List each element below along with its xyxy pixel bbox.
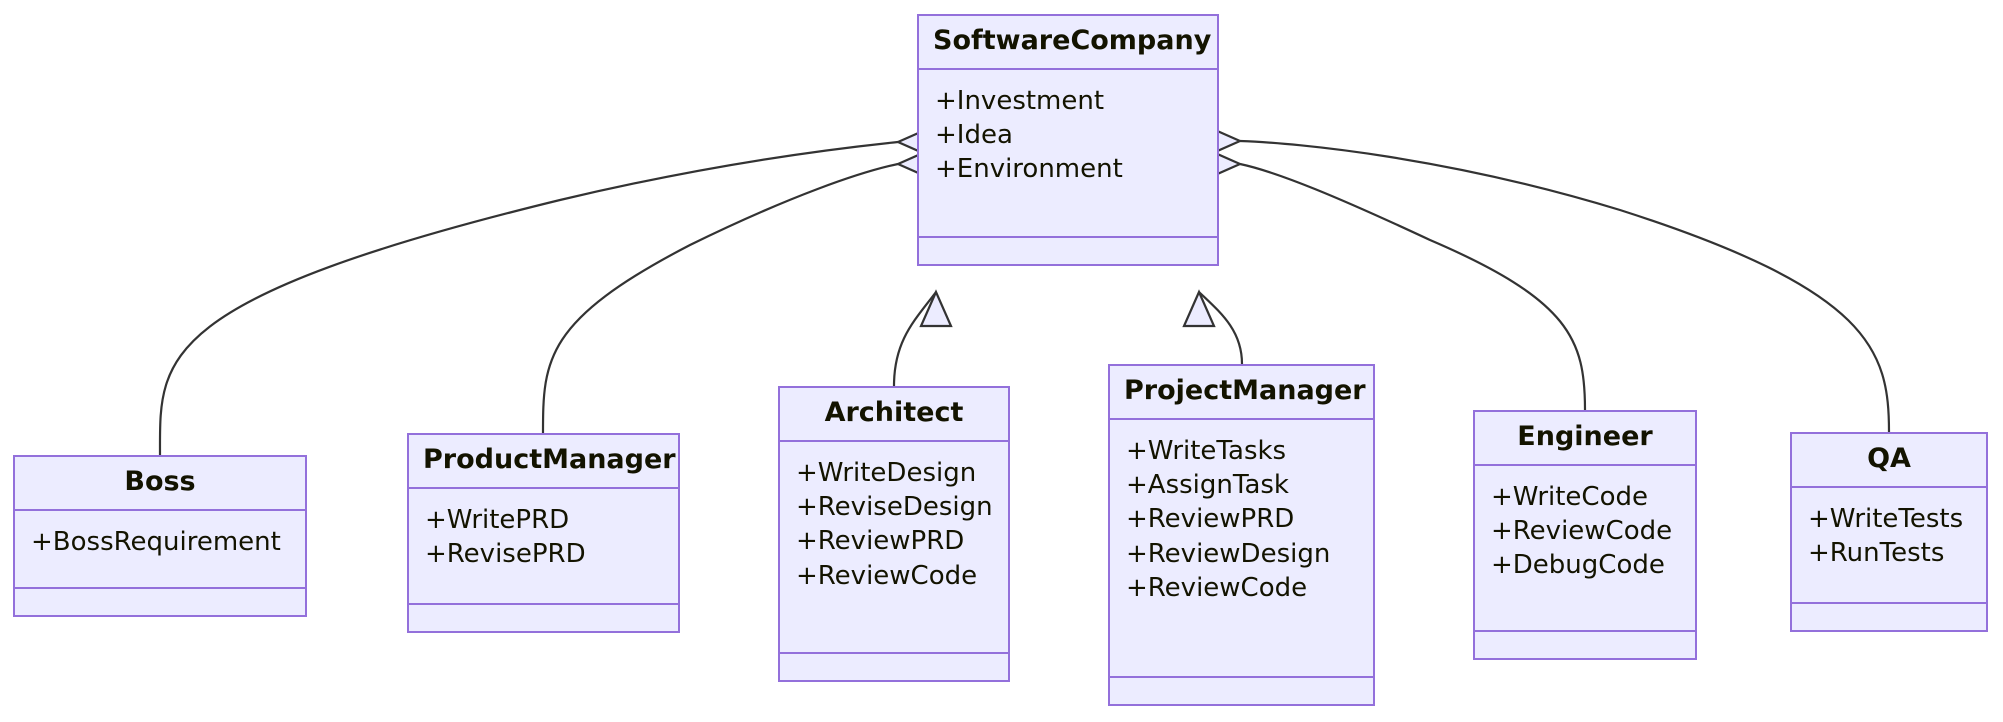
class-members: +Investment +Idea +Environment bbox=[919, 70, 1217, 238]
class-methods-compartment bbox=[780, 654, 1008, 680]
class-methods-compartment bbox=[919, 238, 1217, 264]
class-title: Boss bbox=[15, 457, 305, 511]
class-member: +Idea bbox=[935, 120, 1013, 150]
class-member: +BossRequirement bbox=[31, 526, 281, 557]
inheritance-edge-projectmanager bbox=[1182, 289, 1244, 365]
edge-line bbox=[892, 291, 937, 387]
class-member: +WriteCode bbox=[1491, 481, 1648, 512]
class-members: +WritePRD +RevisePRD bbox=[409, 489, 678, 605]
class-member: +ReviewCode bbox=[1126, 572, 1308, 603]
class-methods-compartment bbox=[1792, 604, 1986, 630]
class-title: QA bbox=[1792, 434, 1986, 488]
class-members: +WriteTests +RunTests bbox=[1792, 488, 1986, 604]
class-member: +ReviewDesign bbox=[1126, 538, 1331, 569]
inheritance-arrowhead bbox=[1182, 289, 1216, 328]
class-title: ProjectManager bbox=[1110, 366, 1373, 420]
class-member: +ReviseDesign bbox=[796, 492, 993, 522]
class-member: +Environment bbox=[935, 154, 1123, 185]
class-node-qa[interactable]: QA +WriteTests +RunTests bbox=[1790, 432, 1988, 632]
class-members: +WriteTasks +AssignTask +ReviewPRD+ReviewD… bbox=[1110, 420, 1373, 678]
class-title: Engineer bbox=[1475, 412, 1695, 466]
class-member: +ReviewPRD bbox=[796, 526, 965, 557]
class-node-boss[interactable]: Boss +BossRequirement bbox=[13, 455, 307, 617]
class-members: +WriteDesign +ReviseDesign +ReviewPRD+Revi… bbox=[780, 442, 1008, 654]
class-member: +DebugCode bbox=[1491, 550, 1665, 581]
class-member: +WriteDesign bbox=[796, 457, 977, 488]
class-member: +ReviewCode bbox=[1491, 516, 1673, 546]
class-methods-compartment bbox=[1110, 678, 1373, 704]
class-title: Architect bbox=[780, 388, 1008, 442]
class-member: +RevisePRD bbox=[425, 539, 586, 569]
class-member: +WriteTasks bbox=[1126, 435, 1287, 466]
class-node-engineer[interactable]: Engineer +WriteCode +ReviewCode +DebugCode bbox=[1473, 410, 1697, 660]
class-member: +Investment bbox=[935, 85, 1105, 116]
class-member: +ReviewPRD bbox=[1126, 504, 1295, 535]
class-node-softwarecompany[interactable]: SoftwareCompany +Investment +Idea +Environ… bbox=[917, 14, 1219, 266]
class-node-projectmanager[interactable]: ProjectManager +WriteTasks +AssignTask +Re… bbox=[1108, 364, 1375, 706]
inheritance-arrowhead bbox=[919, 289, 953, 328]
class-member: +WriteTests bbox=[1808, 503, 1964, 534]
class-member: +WritePRD bbox=[425, 504, 570, 535]
class-title: ProductManager bbox=[409, 435, 678, 489]
edge-line bbox=[1198, 291, 1244, 365]
class-node-architect[interactable]: Architect +WriteDesign +ReviseDesign +Revi… bbox=[778, 386, 1010, 682]
class-methods-compartment bbox=[409, 605, 678, 631]
class-members: +BossRequirement bbox=[15, 511, 305, 589]
class-title: SoftwareCompany bbox=[919, 16, 1217, 70]
class-member: +ReviewCode bbox=[796, 560, 978, 591]
inheritance-edge-architect bbox=[892, 289, 953, 387]
class-methods-compartment bbox=[15, 589, 305, 615]
class-member: +RunTests bbox=[1808, 538, 1945, 568]
class-node-productmanager[interactable]: ProductManager +WritePRD +RevisePRD bbox=[407, 433, 680, 633]
class-members: +WriteCode +ReviewCode +DebugCode bbox=[1475, 466, 1695, 632]
class-member: +AssignTask bbox=[1126, 470, 1289, 500]
class-methods-compartment bbox=[1475, 632, 1695, 658]
